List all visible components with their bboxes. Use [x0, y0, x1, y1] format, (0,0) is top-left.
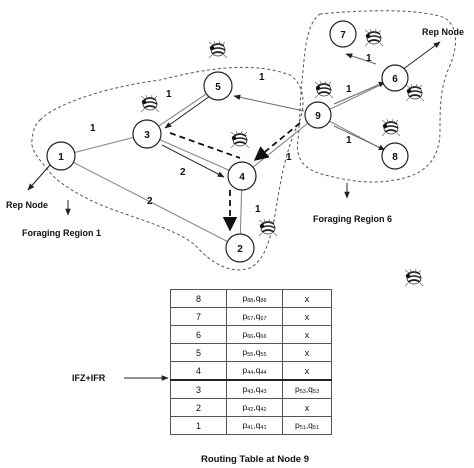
node-7: 7 — [329, 20, 357, 48]
ant-icon — [208, 40, 228, 59]
ant-icon — [230, 130, 250, 149]
node-7-label: 7 — [340, 30, 346, 41]
alternate-cell: x — [282, 361, 332, 381]
ant-icon — [314, 80, 334, 99]
ant-icon — [405, 83, 425, 102]
ant-path-dashed-9-to-4 — [253, 122, 301, 161]
node-3-label: 3 — [144, 130, 150, 141]
destination-cell: 1 — [170, 416, 227, 435]
arrow-9-to-5 — [233, 94, 305, 112]
pheromone-cell: p88,q88 — [226, 289, 283, 308]
edge-label-9-7: 1 — [366, 53, 372, 64]
edge-label-9-8: 1 — [346, 135, 352, 146]
edge-label-5-9: 1 — [259, 72, 265, 83]
rep-node-arrow-right — [401, 41, 441, 71]
foraging-region-1-boundary — [31, 66, 304, 271]
pheromone-cell: p66,q66 — [226, 325, 283, 344]
node-8-label: 8 — [392, 152, 398, 163]
pheromone-cell: p67,q67 — [226, 307, 283, 326]
node-1-label: 1 — [58, 152, 64, 163]
node-4-label: 4 — [239, 172, 245, 183]
edge-label-9-6: 1 — [346, 84, 352, 95]
pheromone-cell: p42,q42 — [226, 398, 283, 417]
edge-label-3-5: 1 — [166, 89, 172, 100]
destination-cell: 5 — [170, 343, 227, 362]
edge-1-2 — [60, 155, 241, 249]
ifz-ifr-label: IFZ+IFR — [72, 373, 106, 383]
edge-9-4 — [241, 114, 319, 177]
ant-icon — [258, 218, 278, 237]
foraging-region-6-boundary — [296, 10, 456, 183]
destination-cell: 7 — [170, 307, 227, 326]
rep-node-right-label: Rep Node — [422, 27, 464, 37]
edge-label-3-4: 2 — [180, 167, 186, 178]
node-6: 6 — [381, 64, 409, 92]
ant-icon — [364, 28, 384, 47]
arrow-9-to-8 — [333, 125, 386, 151]
pheromone-cell: p44,q44 — [226, 361, 283, 381]
node-8: 8 — [381, 142, 409, 170]
ant-path-dashed-4b — [170, 133, 225, 172]
routing-table-caption: Routing Table at Node 9 — [201, 454, 309, 465]
node-4: 4 — [227, 161, 257, 191]
edge-label-4-2: 1 — [255, 204, 261, 215]
edge-1-3 — [60, 133, 148, 157]
ant-path-dashed-4-to-3 — [169, 132, 241, 159]
edge-3-4 — [146, 133, 243, 177]
edge-label-1-3: 1 — [90, 123, 96, 134]
node-3: 3 — [132, 119, 162, 149]
ant-icon — [140, 94, 160, 113]
destination-cell: 6 — [170, 325, 227, 344]
foraging-region-1-label: Foraging Region 1 — [22, 228, 101, 238]
destination-cell: 4 — [170, 361, 227, 381]
foraging-region-6-label: Foraging Region 6 — [313, 214, 392, 224]
alternate-cell: x — [282, 307, 332, 326]
arrow-3-to-4 — [161, 144, 225, 178]
node-2-label: 2 — [237, 244, 243, 255]
node-5: 5 — [203, 71, 233, 101]
pheromone-cell: p43,q43 — [226, 379, 283, 399]
edge-label-1-2: 2 — [147, 196, 153, 207]
alternate-cell: x — [282, 343, 332, 362]
ant-icon — [381, 118, 401, 137]
ant-path-5-to-3 — [164, 95, 211, 129]
node-2: 2 — [225, 233, 255, 263]
arrow-9-to-7-visible — [345, 53, 377, 65]
node-1: 1 — [46, 141, 76, 171]
alternate-cell: x — [282, 398, 332, 417]
rep-node-left-label: Rep Node — [6, 200, 48, 210]
alternate-cell: p53,q53 — [282, 379, 332, 399]
pheromone-cell: p55,q55 — [226, 343, 283, 362]
node-9: 9 — [304, 101, 332, 129]
node-6-label: 6 — [392, 74, 398, 85]
destination-cell: 8 — [170, 289, 227, 308]
alternate-cell: x — [282, 289, 332, 308]
edge-label-9-4: 1 — [286, 152, 292, 163]
destination-cell: 2 — [170, 398, 227, 417]
destination-cell: 3 — [170, 379, 227, 399]
ant-icon — [404, 268, 424, 287]
node-5-label: 5 — [215, 82, 221, 93]
node-9-label: 9 — [315, 111, 321, 122]
alternate-cell: x — [282, 325, 332, 344]
pheromone-cell: p41,q41 — [226, 416, 283, 435]
arrow-9-to-6 — [333, 81, 386, 105]
rep-node-arrow-left — [27, 164, 51, 191]
alternate-cell: p51,q51 — [282, 416, 332, 435]
